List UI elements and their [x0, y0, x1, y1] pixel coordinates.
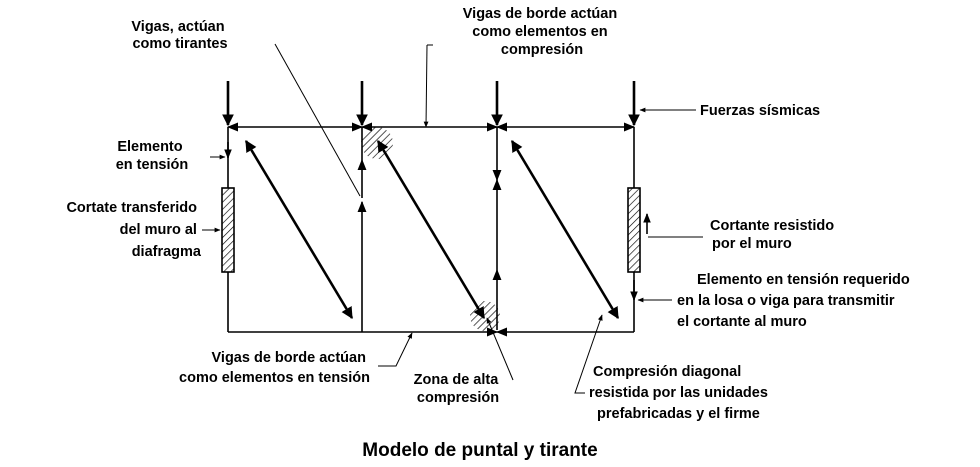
- leader-line: [486, 317, 514, 381]
- leader-line: [274, 43, 361, 197]
- label-vigas-borde-compresion: Vigas de borde actúan como elementos en …: [463, 6, 621, 58]
- label-fuerzas-sismicas: Fuerzas sísmicas: [700, 103, 820, 119]
- label-elemento-tension-requerido: Elemento en tensión requerido en la losa…: [677, 272, 914, 330]
- diagonal-strut: [376, 139, 486, 320]
- label-cortante-resistido: Cortante resistido por el muro: [710, 218, 838, 252]
- high-compression-zone: [470, 301, 500, 331]
- diagonal-strut: [510, 139, 620, 320]
- figure-title: Modelo de puntal y tirante: [362, 440, 597, 461]
- label-vigas-borde-tension: Vigas de borde actúan como elementos en …: [179, 350, 370, 386]
- leader-line: [423, 44, 429, 128]
- leader-line: [378, 332, 413, 367]
- label-zona-alta-compresion: Zona de alta compresión: [414, 372, 503, 406]
- diagonal-strut: [244, 139, 354, 320]
- high-compression-zone: [361, 127, 393, 159]
- label-elemento-tension: Elemento en tensión: [116, 139, 189, 173]
- left-shear-wall: [221, 187, 235, 273]
- label-cortante-transferido: Cortate transferido del muro al diafragm…: [66, 200, 201, 260]
- right-shear-wall: [627, 187, 641, 273]
- label-compresion-diagonal: Compresión diagonal resistida por las un…: [589, 364, 772, 422]
- label-vigas-tirantes: Vigas, actúan como tirantes: [131, 19, 228, 52]
- leader-line: [574, 314, 603, 394]
